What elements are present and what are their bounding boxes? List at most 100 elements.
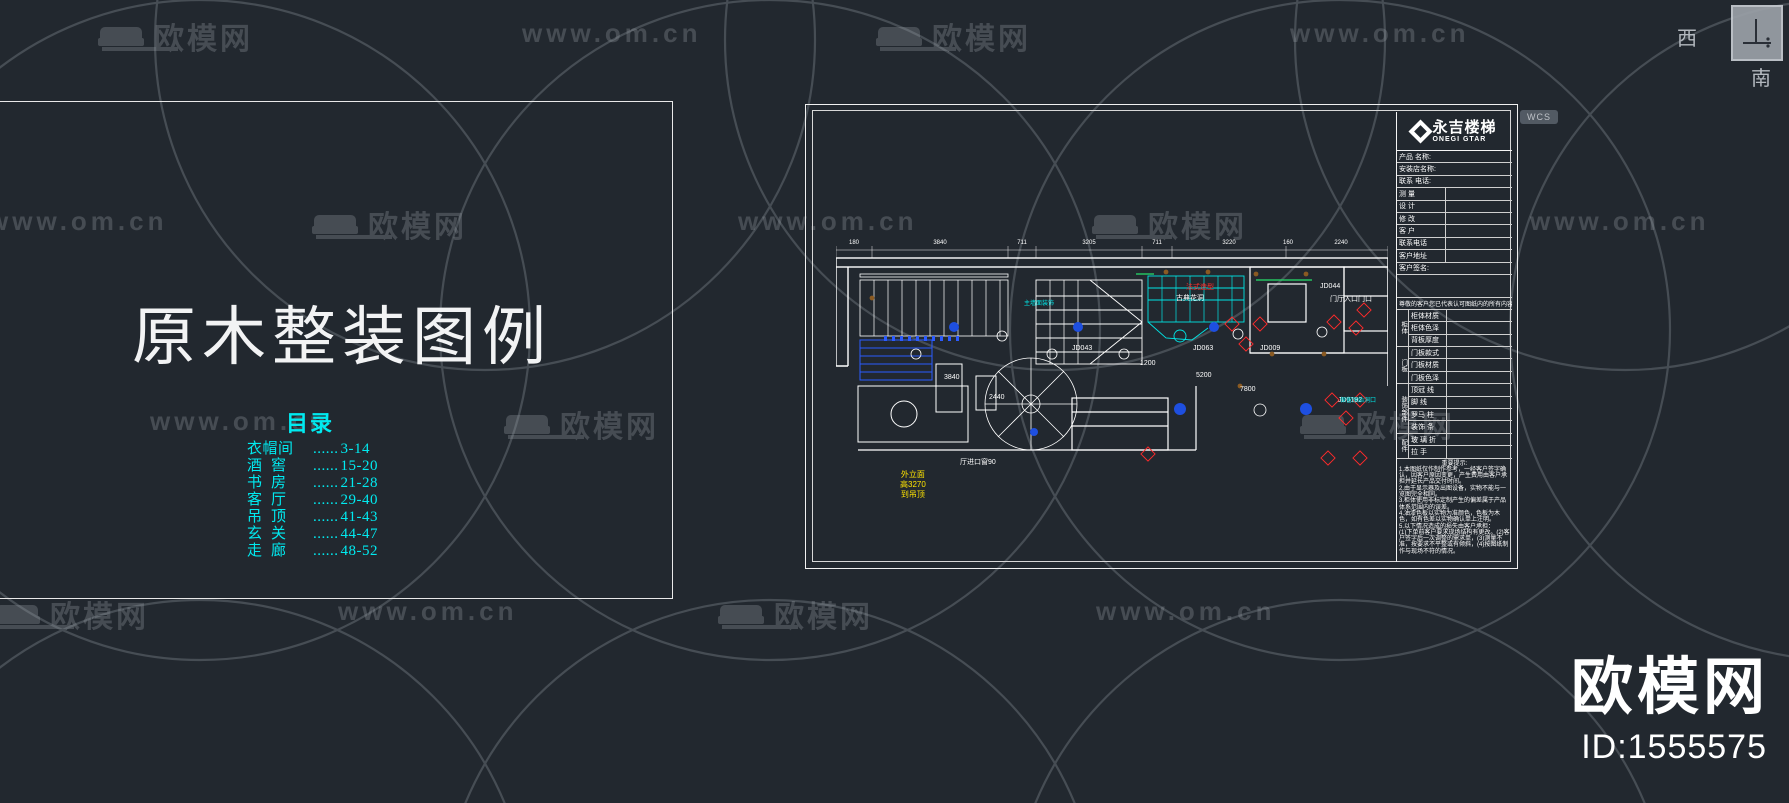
floor-plan-drawing[interactable] [836, 236, 1388, 486]
field-value[interactable] [1446, 347, 1512, 359]
title-block-row[interactable]: 修 改 [1397, 212, 1512, 226]
title-block-row[interactable]: 产品 名称: [1397, 151, 1512, 164]
field-value[interactable] [1445, 225, 1512, 237]
spec-row[interactable]: 玻 璃 折 [1409, 433, 1512, 447]
toc-item[interactable]: 衣帽间......3-14 [247, 441, 378, 458]
spec-row[interactable]: 门板款式 [1409, 347, 1512, 360]
toc-item-pages: 48-52 [340, 543, 378, 559]
watermark-text: www.om.cn [150, 406, 330, 436]
field-value[interactable] [1446, 309, 1512, 322]
field-value[interactable] [1446, 322, 1512, 334]
toc-item[interactable]: 书 房......21-28 [247, 475, 378, 492]
sofa-logo-icon [312, 209, 358, 239]
toc-item-name: 玄 关 [247, 526, 287, 542]
ucs-axis-icon[interactable] [1731, 5, 1783, 61]
company-logo: 永吉楼梯 ONEGI GTAR [1397, 112, 1512, 151]
toc-dots: ...... [313, 441, 339, 457]
watermark-tile: www.om.cn [150, 406, 330, 437]
field-value[interactable] [1446, 359, 1512, 371]
field-value[interactable] [1446, 396, 1512, 409]
watermark-tile: www.om.cn [1530, 206, 1710, 237]
title-block-row[interactable]: 联系 电话: [1397, 176, 1512, 189]
field-value[interactable] [1445, 237, 1512, 250]
spec-row[interactable]: 门板材质 [1409, 359, 1512, 372]
important-notes: 重要提示: 1.本图纸仅作制作参考，一经客户签字确认，因客户原因变更，产生费用由… [1397, 459, 1512, 557]
toc-dots: ...... [313, 458, 339, 474]
field-label: 客户地址 [1399, 252, 1427, 260]
watermark-text: www.om.cn [522, 18, 702, 48]
field-value[interactable] [1446, 409, 1512, 421]
field-label: 脚 线 [1411, 399, 1427, 407]
toc-item[interactable]: 客 厅......29-40 [247, 492, 378, 509]
title-block-row[interactable]: 客户签名: [1397, 263, 1512, 275]
spec-row[interactable]: 拉 手 [1409, 446, 1512, 458]
field-value[interactable] [1446, 371, 1512, 384]
watermark-text: 欧模网 [154, 23, 253, 56]
code-jd063: JD063 [1193, 345, 1214, 352]
toc-dots: ...... [313, 543, 339, 559]
spec-row[interactable]: 脚 线 [1409, 396, 1512, 410]
spec-row[interactable]: 背板厚度 [1409, 334, 1512, 347]
sofa-logo-icon [98, 21, 144, 51]
toc-item-pages: 29-40 [340, 492, 378, 508]
dimension-1200: 1200 [1140, 360, 1156, 367]
field-value[interactable] [1446, 433, 1512, 446]
field-value[interactable] [1446, 334, 1512, 347]
code-jd044: JD044 [1320, 283, 1341, 290]
toc-dots: ...... [313, 526, 339, 542]
field-value[interactable] [1446, 384, 1512, 396]
cover-sheet-frame [0, 101, 673, 599]
field-value[interactable] [1445, 200, 1512, 212]
title-block-row[interactable]: 设 计 [1397, 200, 1512, 213]
watermark-text: www.om.cn [1530, 206, 1710, 236]
watermark-text: www.om.cn [738, 206, 918, 236]
spec-row[interactable]: 门板色泽 [1409, 371, 1512, 384]
toc-item[interactable]: 走 廊......48-52 [247, 543, 378, 560]
spec-row[interactable]: 柜体材质 [1409, 309, 1512, 323]
field-value[interactable] [1445, 250, 1512, 262]
field-label: 罗马 柱 [1411, 411, 1434, 419]
diamond-logo-icon [1408, 118, 1434, 144]
field-value[interactable] [1446, 446, 1512, 458]
sofa-logo-icon [876, 21, 922, 51]
title-block-row[interactable]: 安装店名称: [1397, 163, 1512, 176]
title-block-row[interactable]: 测 量 [1397, 188, 1512, 201]
title-block[interactable]: 永吉楼梯 ONEGI GTAR 产品 名称: 安装店名称: 联系 电话: 测 量… [1396, 112, 1512, 562]
spec-row[interactable]: 装饰 条 [1409, 421, 1512, 433]
spec-group-door: 门板 门板款式 门板材质 门板色泽 [1397, 347, 1512, 385]
field-label: 客户签名: [1399, 265, 1429, 273]
field-value[interactable] [1446, 421, 1512, 433]
toc-item-name: 吊 顶 [247, 509, 287, 525]
watermark-text: 欧模网 [1356, 411, 1455, 444]
field-label: 联系电话 [1399, 240, 1427, 248]
watermark-text: www.om.cn [338, 596, 518, 626]
dimension-label: 3220 [1222, 240, 1236, 246]
field-label: 柜体色泽 [1411, 324, 1439, 332]
note-item: 3.柜体使用非标定制产生的偏差属于产品体系范围内的误差。 [1399, 498, 1507, 511]
title-block-row[interactable]: 客户地址 [1397, 250, 1512, 263]
logo-name-en: ONEGI GTAR [1432, 135, 1487, 143]
toc-dots: ...... [313, 509, 339, 525]
drawing-sheet-frame [805, 104, 1518, 569]
toc-item[interactable]: 吊 顶......41-43 [247, 509, 378, 526]
title-block-row[interactable]: 联系电话 [1397, 237, 1512, 251]
watermark-tile: www.om.cn [1290, 18, 1470, 49]
sofa-logo-icon [504, 409, 550, 439]
field-value[interactable] [1445, 188, 1512, 200]
spec-row[interactable]: 顶冠 线 [1409, 384, 1512, 397]
dimension-7800: 7800 [1240, 386, 1256, 393]
spec-row[interactable]: 罗马 柱 [1409, 409, 1512, 422]
field-value[interactable] [1445, 212, 1512, 225]
spec-group-cabinet: 柜体 柜体材质 柜体色泽 背板厚度 [1397, 309, 1512, 348]
watermark-tile: www.om.cn [738, 206, 918, 237]
toc-item-name: 衣帽间 [247, 441, 294, 457]
toc-item[interactable]: 玄 关......44-47 [247, 526, 378, 543]
title-block-row[interactable]: 客 户 [1397, 225, 1512, 238]
field-label: 产品 名称: [1399, 153, 1431, 161]
signature-space[interactable] [1397, 275, 1512, 298]
spec-row[interactable]: 柜体色泽 [1409, 322, 1512, 335]
toc-item[interactable]: 酒 窖......15-20 [247, 458, 378, 475]
dimension-label: 160 [1282, 240, 1294, 246]
wcs-badge[interactable]: WCS [1520, 110, 1558, 124]
